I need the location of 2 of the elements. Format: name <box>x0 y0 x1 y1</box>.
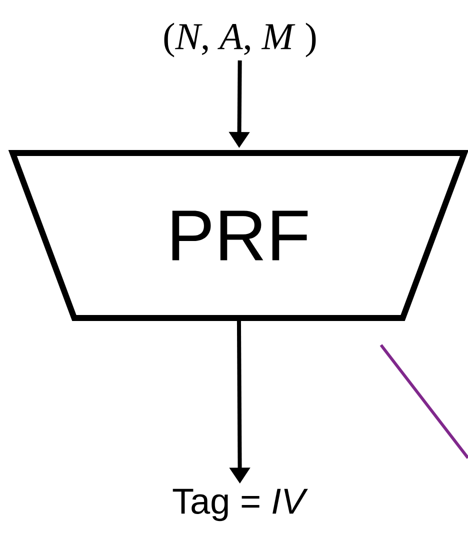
input-label: (N, A, M ) <box>164 22 316 58</box>
output-label: Tag = IV <box>172 488 308 522</box>
